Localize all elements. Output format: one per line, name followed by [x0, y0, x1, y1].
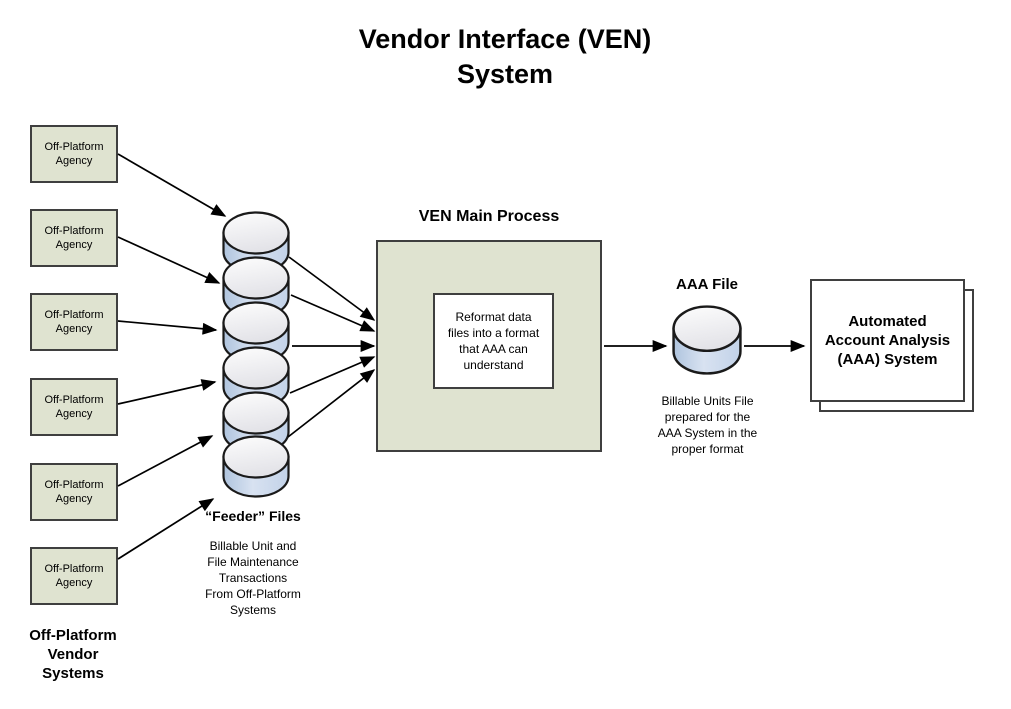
agency-box-label: Off-Platform Agency [44, 141, 104, 167]
arrow-feeder-to-process [287, 369, 376, 438]
aaa-file-description: Billable Units File prepared for the AAA… [657, 394, 758, 456]
agency-box: Off-Platform Agency [30, 547, 118, 605]
feeder-files-cylinder-stack [221, 211, 291, 499]
agency-box-label: Off-Platform Agency [44, 225, 104, 251]
agency-box: Off-Platform Agency [30, 378, 118, 436]
reformat-step-box: Reformat data files into a format that A… [433, 293, 554, 389]
arrow-agency2-to-feeder [117, 236, 221, 284]
arrow-agency5-to-feeder [117, 435, 214, 487]
agency-box-label: Off-Platform Agency [44, 394, 104, 420]
aaa-file-cylinder [671, 304, 743, 376]
agency-box: Off-Platform Agency [30, 293, 118, 351]
agency-box-label: Off-Platform Agency [44, 479, 104, 505]
aaa-system-box: Automated Account Analysis (AAA) System [810, 279, 965, 402]
vendor-systems-caption: Off-Platform Vendor Systems [29, 627, 117, 682]
aaa-system-label: Automated Account Analysis (AAA) System [824, 313, 951, 368]
arrow-feeder-to-process [289, 356, 376, 394]
ven-main-process-title: VEN Main Process [418, 208, 560, 225]
diagram-title: Vendor Interface (VEN) System [358, 24, 652, 89]
agency-box: Off-Platform Agency [30, 463, 118, 521]
feeder-files-description: Billable Unit and File Maintenance Trans… [205, 539, 301, 617]
agency-box-label: Off-Platform Agency [44, 309, 104, 335]
arrow-agency3-to-feeder [117, 320, 218, 335]
arrow-agency1-to-feeder [117, 153, 227, 217]
agency-box: Off-Platform Agency [30, 125, 118, 183]
reformat-step-label: Reformat data files into a format that A… [447, 310, 540, 372]
feeder-file-cylinder [222, 435, 290, 498]
arrow-feeder-to-process [288, 256, 376, 321]
aaa-file-label: AAA File [676, 276, 738, 293]
agency-box-label: Off-Platform Agency [44, 563, 104, 589]
arrow-feeder-to-process [290, 294, 376, 332]
feeder-file-cylinder [222, 256, 290, 319]
feeder-files-label: “Feeder” Files [205, 508, 301, 524]
arrow-agency4-to-feeder [117, 379, 217, 405]
agency-box: Off-Platform Agency [30, 209, 118, 267]
